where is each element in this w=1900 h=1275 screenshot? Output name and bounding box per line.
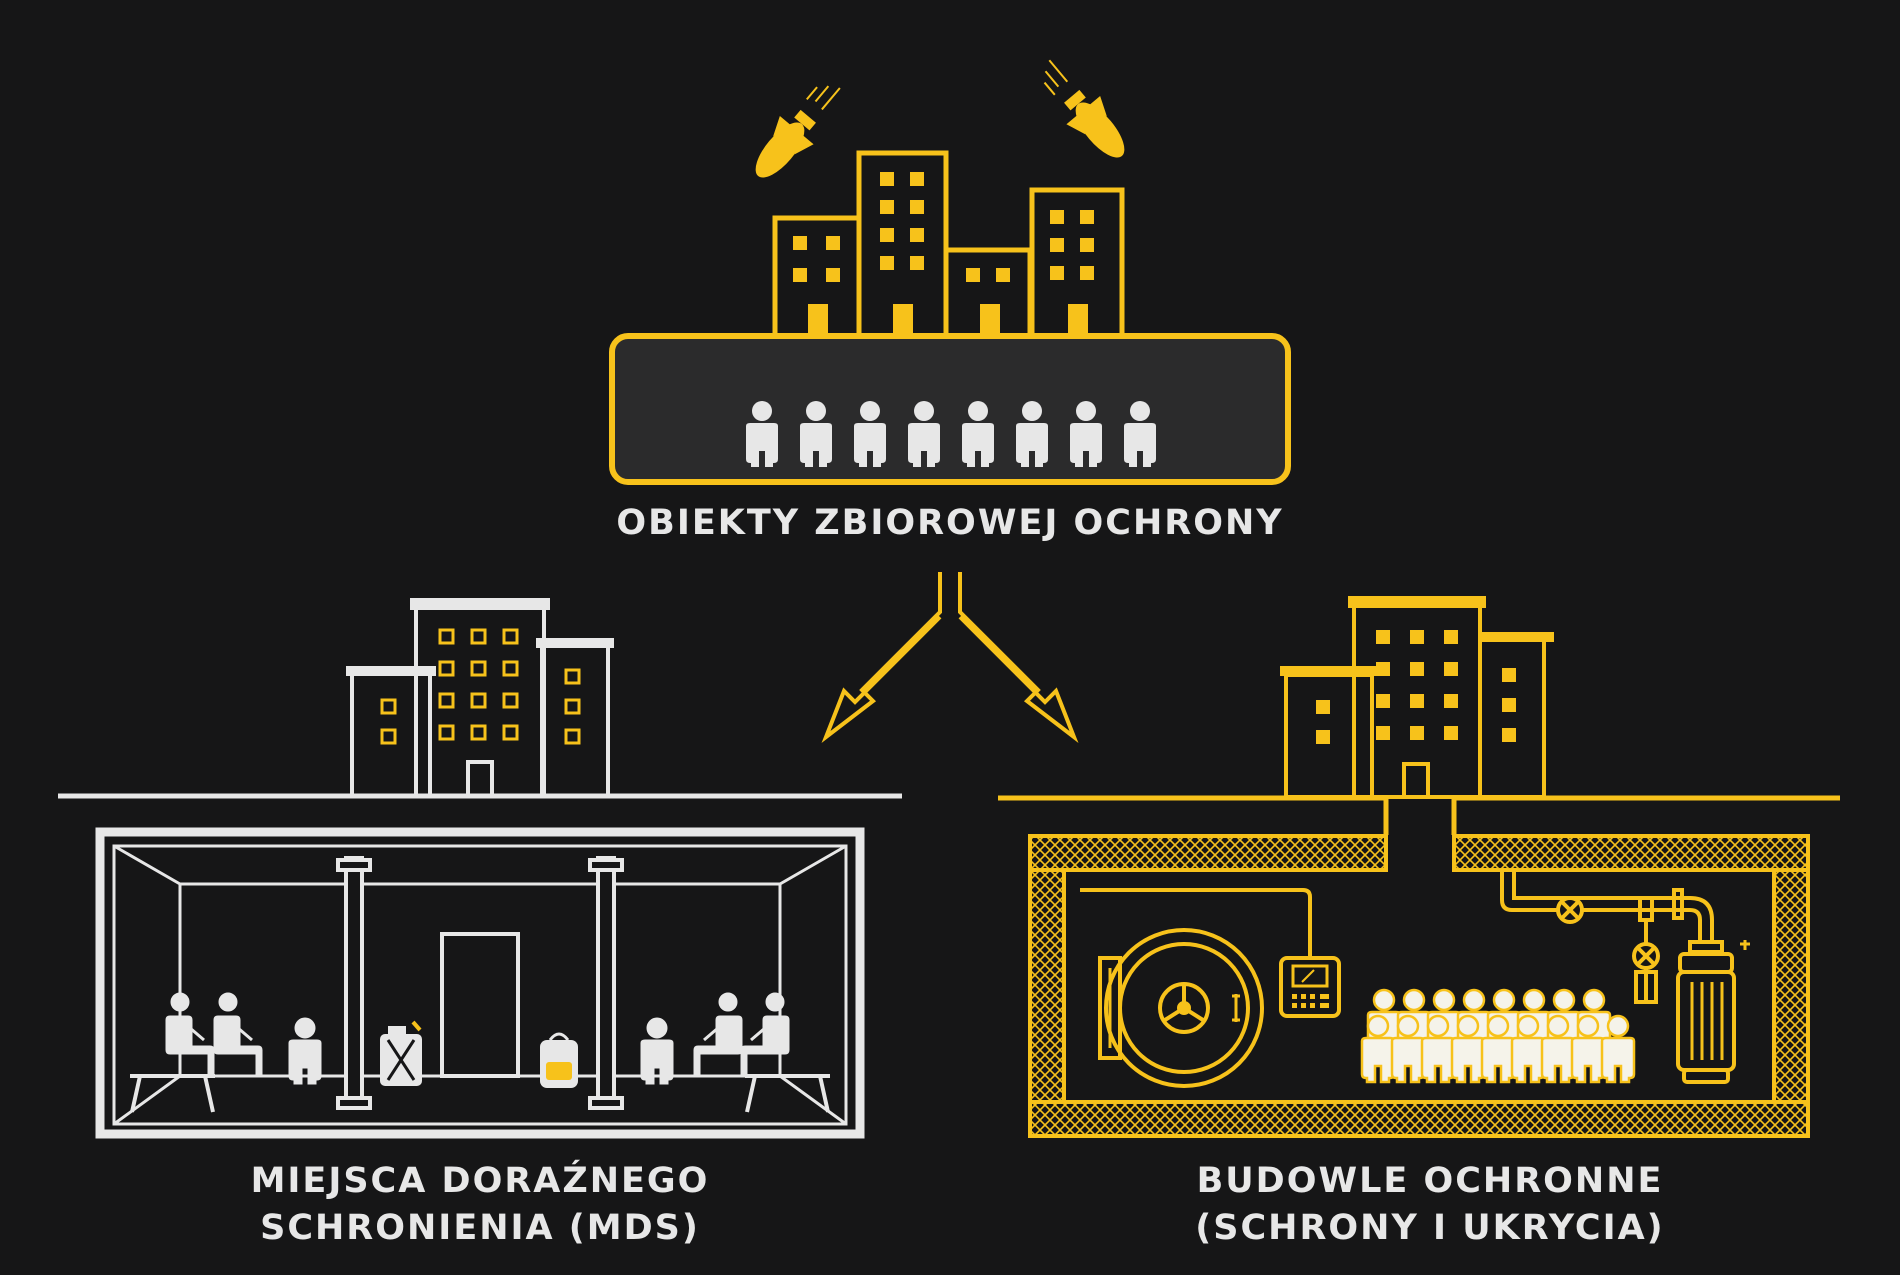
shelter-group [998,596,1840,1138]
column-icon [336,856,372,1110]
seated-person-icon [164,991,216,1076]
shelter-caption-line2: (SCHRONY I UKRYCIA) [1195,1208,1665,1248]
building-windows [793,172,1094,336]
mds-group [58,598,902,1139]
person-icon [640,1017,674,1085]
crowd-icon [1360,988,1636,1084]
bench-icon [130,1074,215,1113]
mds-people [164,991,791,1085]
pipe-valve-icon [1500,870,1750,1004]
building-icon [1280,596,1554,799]
shelter-walls [1028,834,1810,1138]
seated-person-icon [739,991,791,1076]
split-arrow-icon [821,572,1079,743]
mds-caption: MIEJSCA DORAŹNEGO SCHRONIENIA (MDS) [180,1158,780,1252]
mds-caption-line2: SCHRONIENIA (MDS) [260,1208,700,1248]
bomb-icon [1043,59,1125,158]
basement-frame [95,827,865,1139]
door-icon [440,932,520,1078]
person-icon [288,1017,322,1085]
basement-perspective [112,844,848,1126]
backpack-icon [540,1032,578,1088]
blast-door-icon [1098,928,1264,1088]
control-panel-icon [1080,888,1341,1018]
bomb-icon [755,85,841,178]
people-panel [609,333,1291,485]
mds-caption-line1: MIEJSCA DORAŹNEGO [250,1161,710,1201]
shelter-caption-line1: BUDOWLE OCHRONNE [1196,1161,1664,1201]
top-caption: OBIEKTY ZBIOROWEJ OCHRONY [550,500,1350,547]
shelter-caption: BUDOWLE OCHRONNE (SCHRONY I UKRYCIA) [1120,1158,1740,1252]
bench-icon [745,1074,830,1113]
ground-line [998,795,1840,835]
building-windows [1316,630,1516,744]
air-filter-icon [1676,952,1736,1084]
seated-person-icon [212,991,264,1076]
jerrycan-icon [380,1020,422,1086]
column-icon [588,856,624,1110]
top-group [609,59,1291,743]
building-windows [380,628,581,745]
seated-person-icon [692,991,744,1076]
top-caption-text: OBIEKTY ZBIOROWEJ OCHRONY [616,503,1284,543]
